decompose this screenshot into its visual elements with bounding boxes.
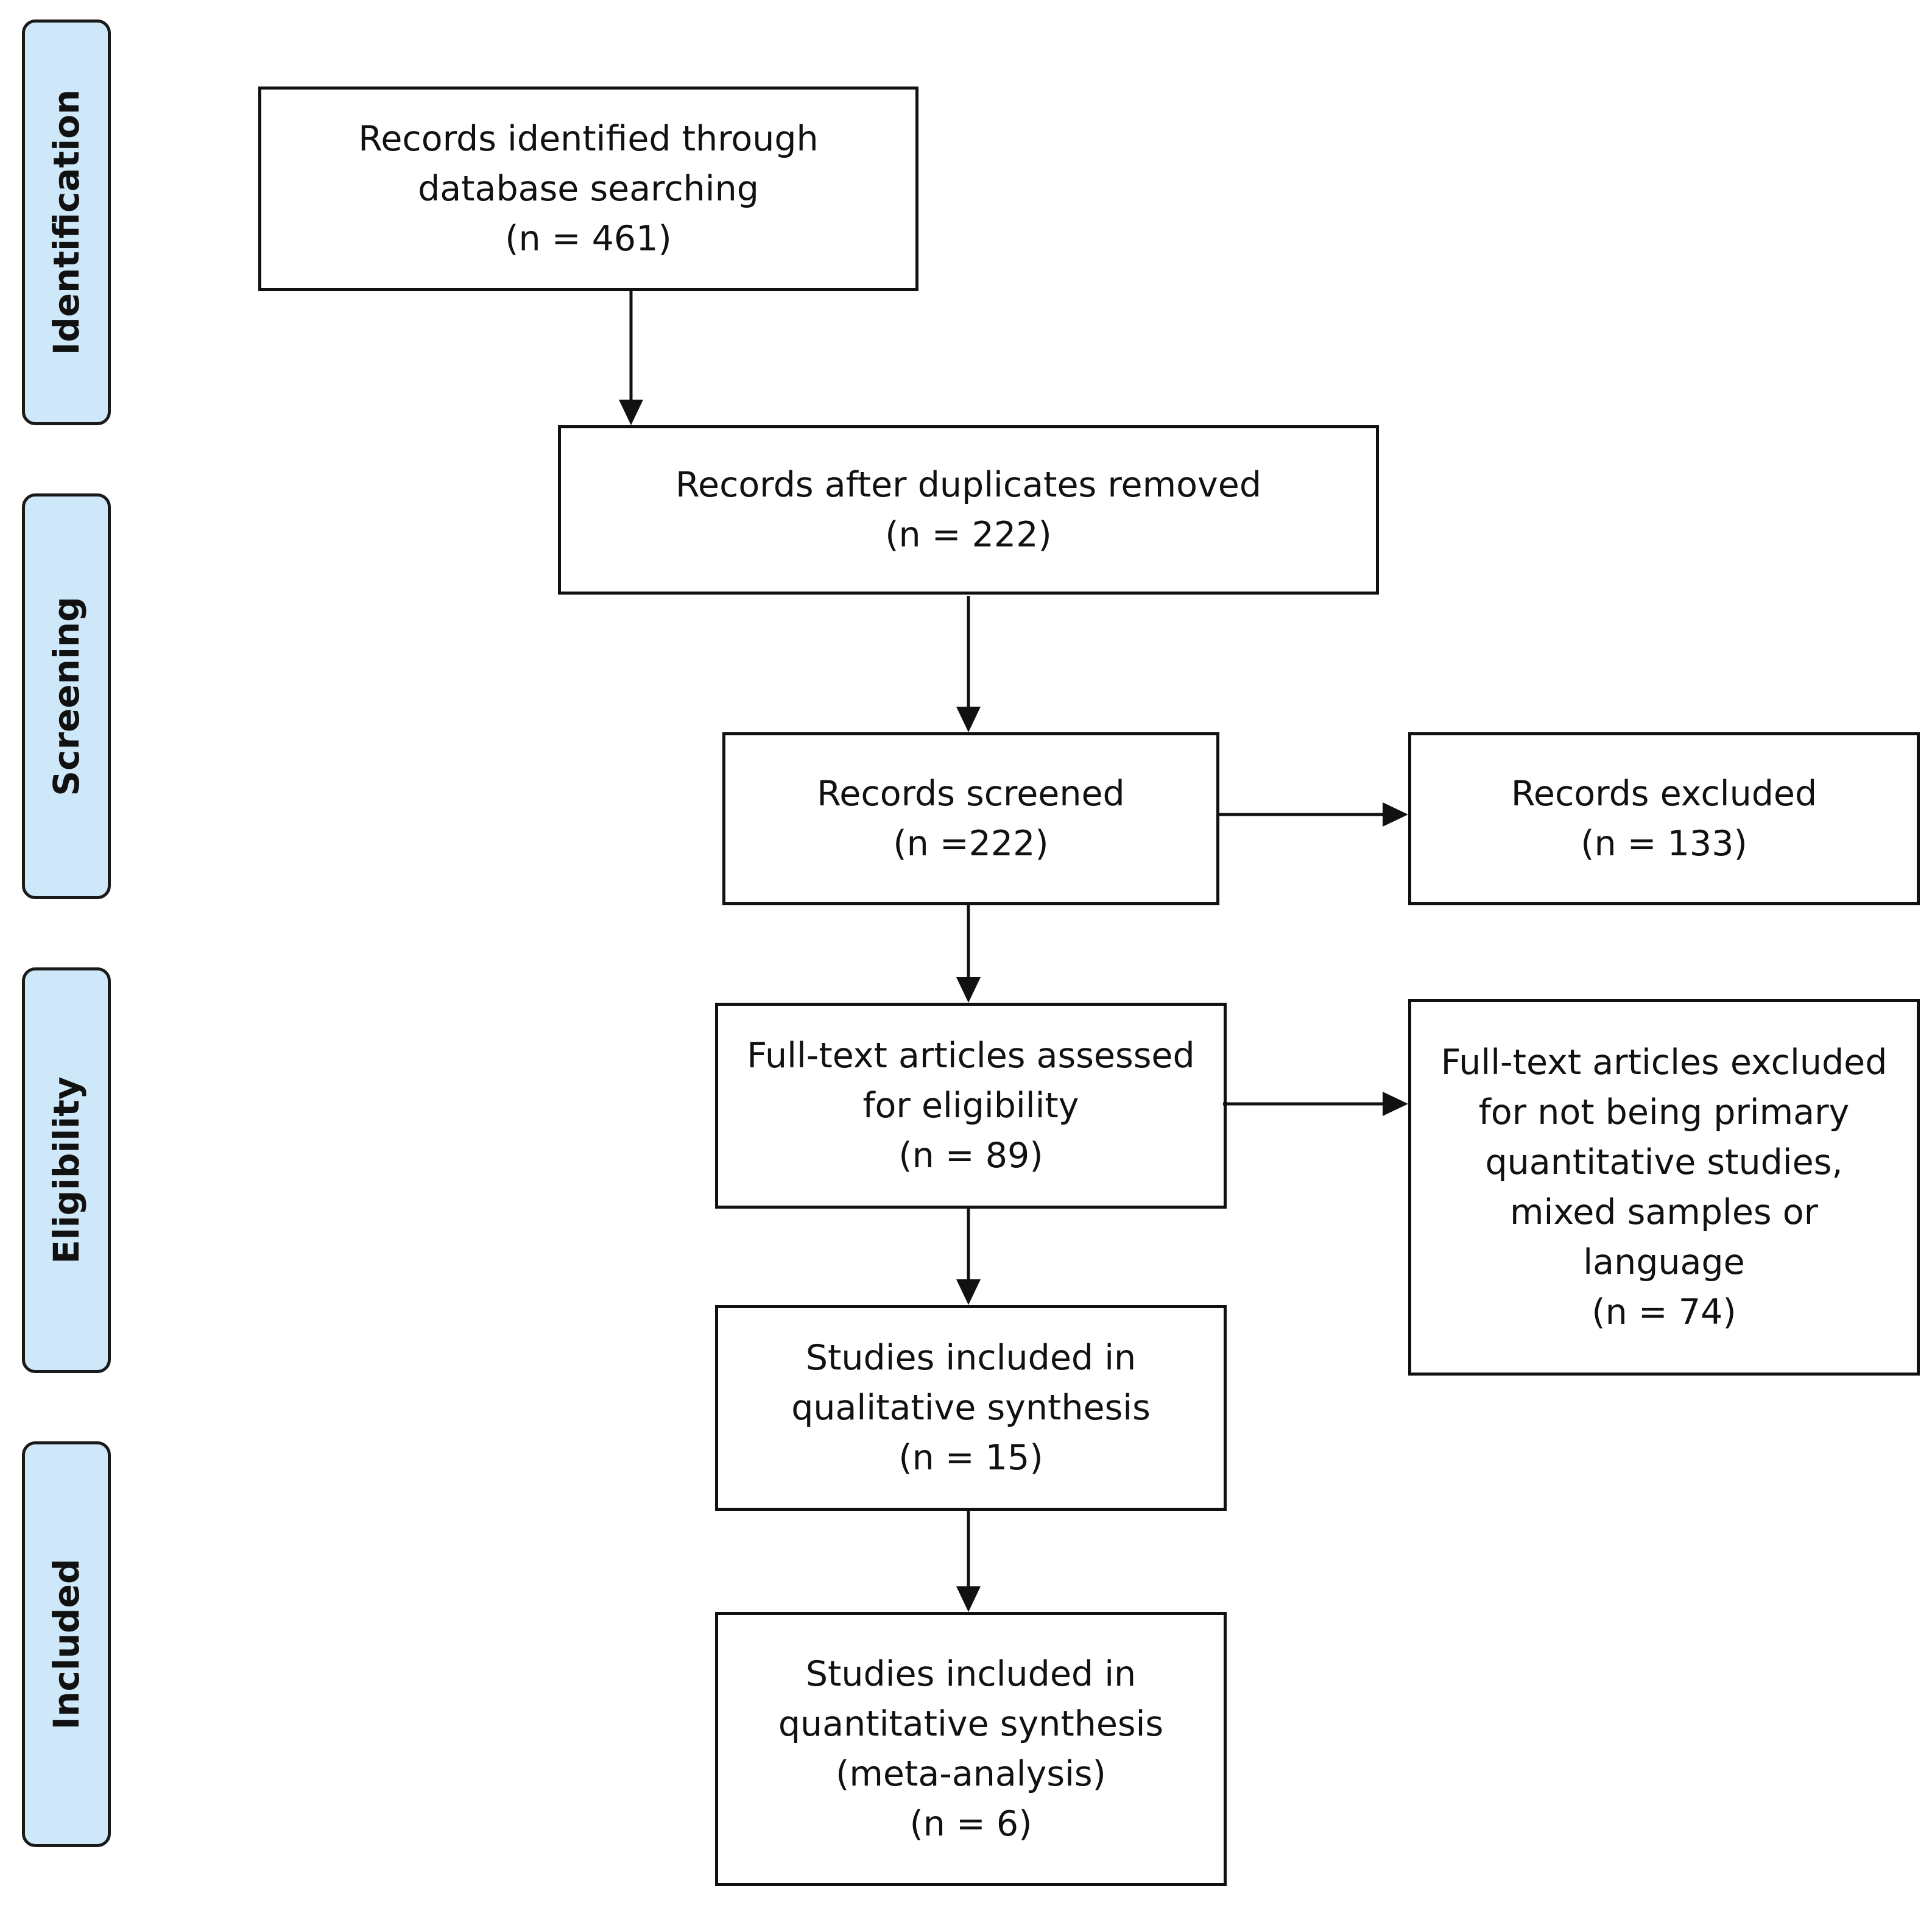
box-duplicates-removed-line2: (n = 222) <box>885 515 1052 555</box>
arrowhead-down-5 <box>956 1586 981 1612</box>
phase-identification: Identification <box>22 19 111 425</box>
box-qualitative-synthesis-line1: Studies included in <box>805 1338 1137 1378</box>
box-qualitative-synthesis: Studies included in qualitative synthesi… <box>715 1305 1227 1511</box>
arrowhead-down-1 <box>619 400 643 425</box>
box-duplicates-removed: Records after duplicates removed (n = 22… <box>558 425 1379 595</box>
phase-eligibility: Eligibility <box>22 967 111 1373</box>
box-records-excluded: Records excluded (n = 133) <box>1408 732 1920 905</box>
box-records-identified-line2: database searching <box>418 169 759 209</box>
box-quantitative-synthesis-line4: (n = 6) <box>909 1804 1032 1844</box>
box-quantitative-synthesis-line2: quantitative synthesis <box>778 1704 1164 1744</box>
box-fulltext-excluded-line4: mixed samples or <box>1509 1192 1819 1232</box>
box-qualitative-synthesis-line2: qualitative synthesis <box>791 1388 1151 1428</box>
box-records-excluded-line1: Records excluded <box>1511 774 1817 814</box>
box-fulltext-excluded-line1: Full-text articles excluded <box>1440 1042 1888 1083</box>
box-fulltext-excluded: Full-text articles excluded for not bein… <box>1408 999 1920 1376</box>
arrowhead-right-1 <box>1383 802 1408 827</box>
phase-included: Included <box>22 1441 111 1847</box>
box-quantitative-synthesis-line1: Studies included in <box>805 1654 1137 1694</box>
box-records-identified-line3: (n = 461) <box>505 219 672 259</box>
box-records-screened: Records screened (n =222) <box>722 732 1219 905</box>
phase-screening: Screening <box>22 493 111 899</box>
arrowhead-down-4 <box>956 1279 981 1305</box>
box-records-excluded-line2: (n = 133) <box>1581 824 1747 864</box>
arrowhead-down-2 <box>956 707 981 732</box>
box-fulltext-excluded-line5: language <box>1583 1242 1745 1282</box>
box-fulltext-excluded-line6: (n = 74) <box>1592 1292 1736 1332</box>
box-fulltext-excluded-line2: for not being primary <box>1478 1092 1850 1132</box>
box-quantitative-synthesis-line3: (meta-analysis) <box>836 1754 1106 1794</box>
box-duplicates-removed-line1: Records after duplicates removed <box>675 465 1261 505</box>
box-records-identified: Records identified through database sear… <box>258 87 918 291</box>
box-records-identified-line1: Records identified through <box>358 119 819 159</box>
box-fulltext-assessed-line2: for eligibility <box>862 1086 1079 1126</box>
box-fulltext-assessed: Full-text articles assessed for eligibil… <box>715 1003 1227 1209</box>
box-records-screened-line2: (n =222) <box>893 824 1049 864</box>
box-records-screened-line1: Records screened <box>817 774 1125 814</box>
box-fulltext-assessed-line1: Full-text articles assessed <box>747 1036 1195 1076</box>
box-quantitative-synthesis: Studies included in quantitative synthes… <box>715 1612 1227 1886</box>
arrowhead-right-2 <box>1383 1092 1408 1116</box>
arrowhead-down-3 <box>956 977 981 1003</box>
box-qualitative-synthesis-line3: (n = 15) <box>898 1438 1043 1478</box>
box-fulltext-excluded-line3: quantitative studies, <box>1485 1142 1843 1182</box>
box-fulltext-assessed-line3: (n = 89) <box>898 1136 1043 1176</box>
